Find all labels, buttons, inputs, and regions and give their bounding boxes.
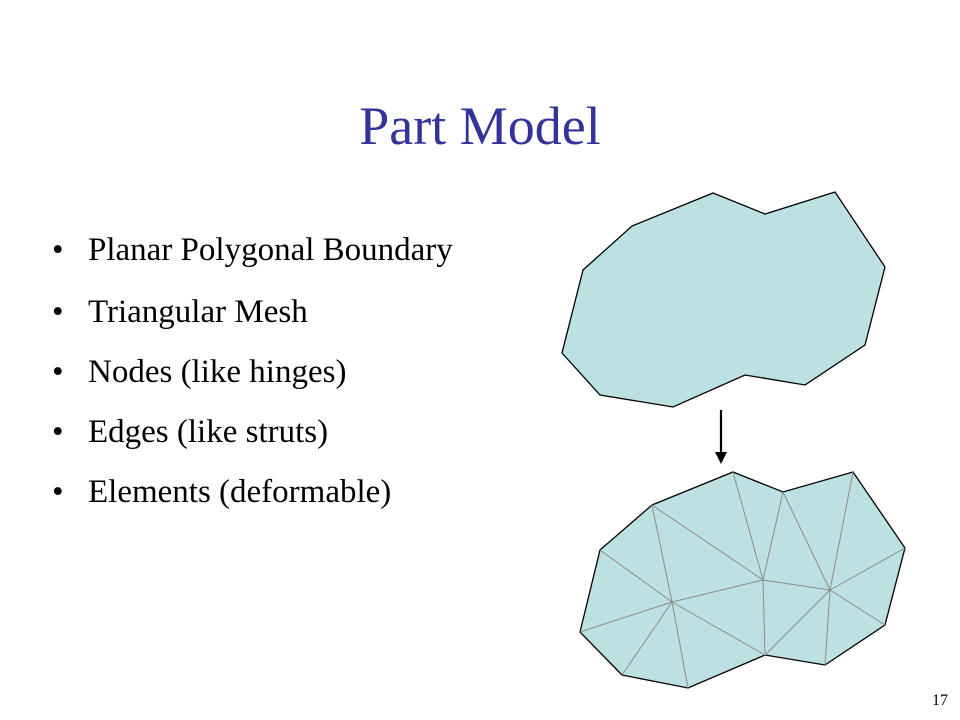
- mesh-edges: [579, 471, 906, 689]
- bullet-text: Elements (deformable): [88, 474, 392, 510]
- bullet-item: • Triangular Mesh: [52, 292, 532, 332]
- bullet-text: Triangular Mesh: [88, 294, 308, 330]
- bullet-item: • Elements (deformable): [52, 472, 532, 512]
- bullet-text: Nodes (like hinges): [88, 354, 347, 390]
- bullet-item: • Edges (like struts): [52, 412, 532, 452]
- bullet-dot: •: [52, 474, 64, 510]
- page-number: 17: [932, 692, 948, 709]
- slide-title: Part Model: [359, 96, 601, 156]
- bullet-dot: •: [52, 232, 64, 268]
- polygonal-boundary: [561, 191, 886, 408]
- part-model-diagram: [561, 191, 906, 689]
- bullet-dot: •: [52, 354, 64, 390]
- triangular-mesh: [579, 471, 906, 689]
- bullet-item: • Nodes (like hinges): [52, 352, 532, 392]
- bullet-text: Edges (like struts): [88, 414, 329, 450]
- bullet-dot: •: [52, 414, 64, 450]
- down-arrow-icon: [715, 410, 727, 464]
- bullet-dot: •: [52, 294, 64, 330]
- bullet-text: Planar Polygonal Boundary: [88, 232, 453, 268]
- bullet-item: • Planar Polygonal Boundary: [52, 230, 532, 270]
- bullet-list: • Planar Polygonal Boundary • Triangular…: [52, 230, 532, 532]
